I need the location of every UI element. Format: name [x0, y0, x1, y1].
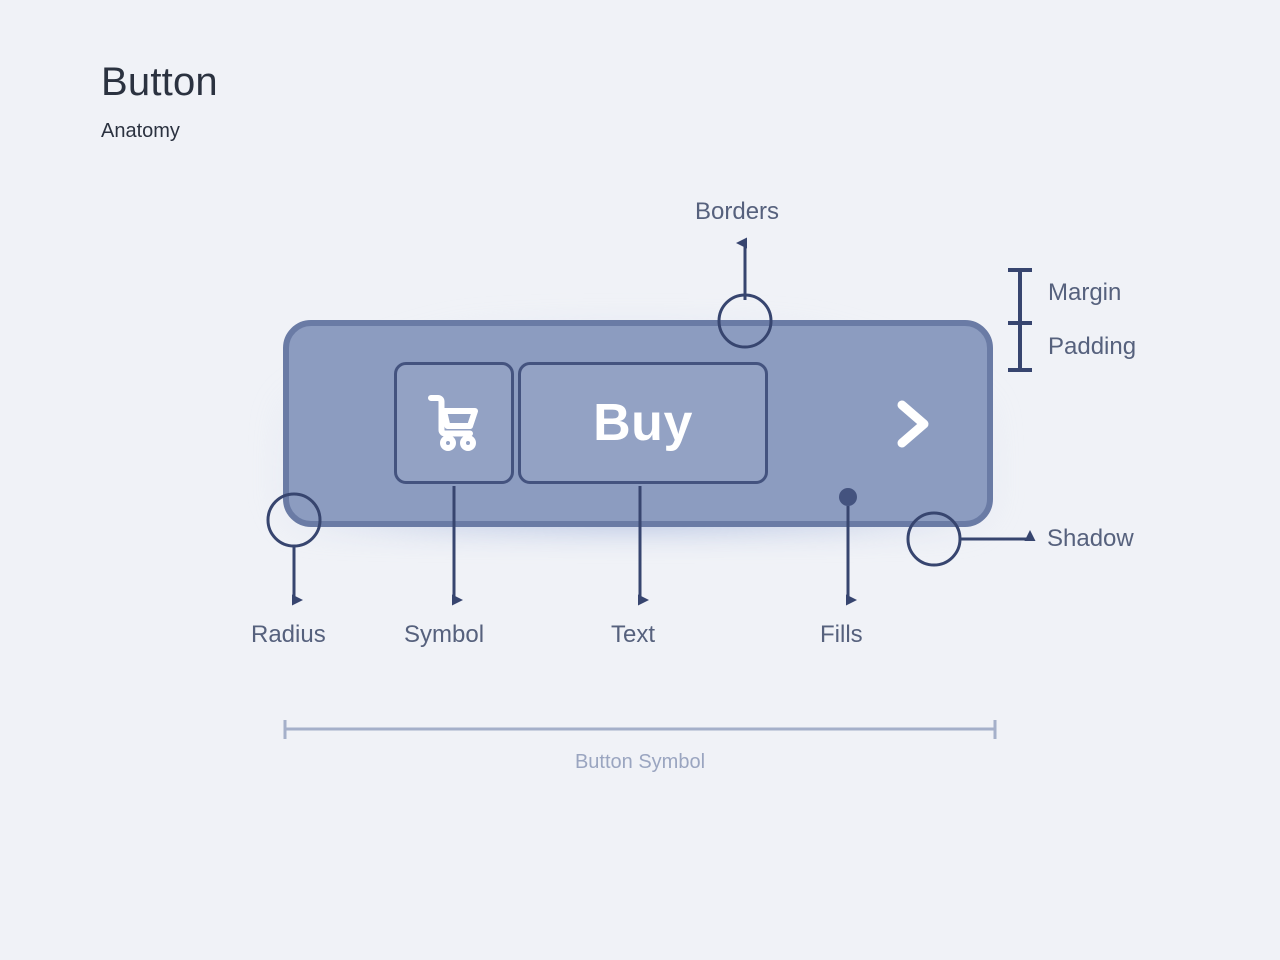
callout-label-radius: Radius — [251, 621, 326, 648]
page-subtitle: Anatomy — [101, 120, 180, 142]
chevron-right-icon[interactable] — [880, 392, 944, 456]
callout-label-fills: Fills — [820, 621, 863, 648]
callout-label-borders: Borders — [695, 198, 780, 225]
page-title: Button — [101, 60, 218, 104]
button-symbol-slot[interactable] — [394, 362, 514, 484]
shopping-cart-icon — [423, 390, 485, 457]
callout-label-padding: Padding — [1048, 333, 1137, 360]
component-width-measure — [283, 720, 997, 739]
callout-label-margin: Margin — [1048, 279, 1122, 306]
button-text-slot[interactable]: Buy — [518, 362, 768, 484]
callout-label-text: Text — [611, 621, 656, 648]
callout-label-symbol: Symbol — [404, 621, 485, 648]
button-label: Buy — [593, 394, 693, 452]
callout-label-shadow: Shadow — [1047, 525, 1134, 552]
margin-padding-measure-bar — [1008, 268, 1032, 372]
measure-caption: Button Symbol — [574, 751, 706, 773]
